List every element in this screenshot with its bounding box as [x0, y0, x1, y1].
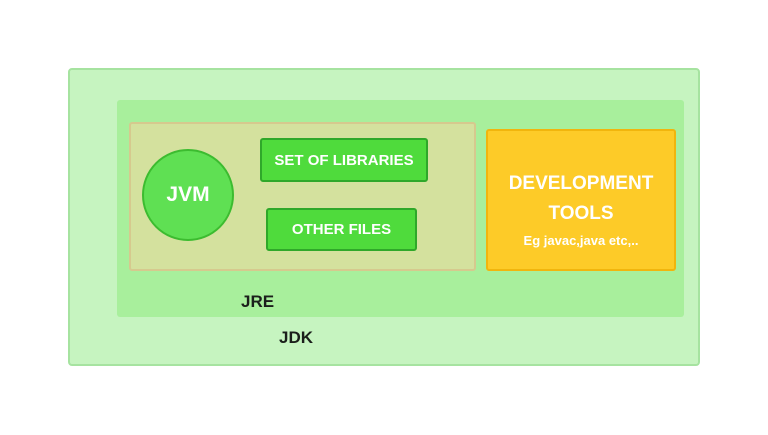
development-tools-title: DEVELOPMENT TOOLS	[488, 169, 674, 229]
development-tools-title-line1: DEVELOPMENT	[508, 173, 654, 194]
jvm-label: JVM	[166, 183, 210, 206]
other-files-label: OTHER FILES	[291, 221, 392, 238]
jre-label: JRE	[241, 292, 275, 311]
development-tools-title-line2: TOOLS	[548, 203, 614, 224]
set-of-libraries-box: SET OF LIBRARIES	[260, 138, 428, 182]
other-files-box: OTHER FILES	[266, 208, 417, 251]
development-tools-subtitle: Eg javac,java etc,..	[523, 233, 639, 248]
set-of-libraries-label: SET OF LIBRARIES	[274, 151, 414, 169]
development-tools-box: DEVELOPMENT TOOLS Eg javac,java etc,..	[486, 129, 676, 271]
jvm-node: JVM	[142, 149, 234, 241]
jdk-label: JDK	[279, 328, 314, 347]
